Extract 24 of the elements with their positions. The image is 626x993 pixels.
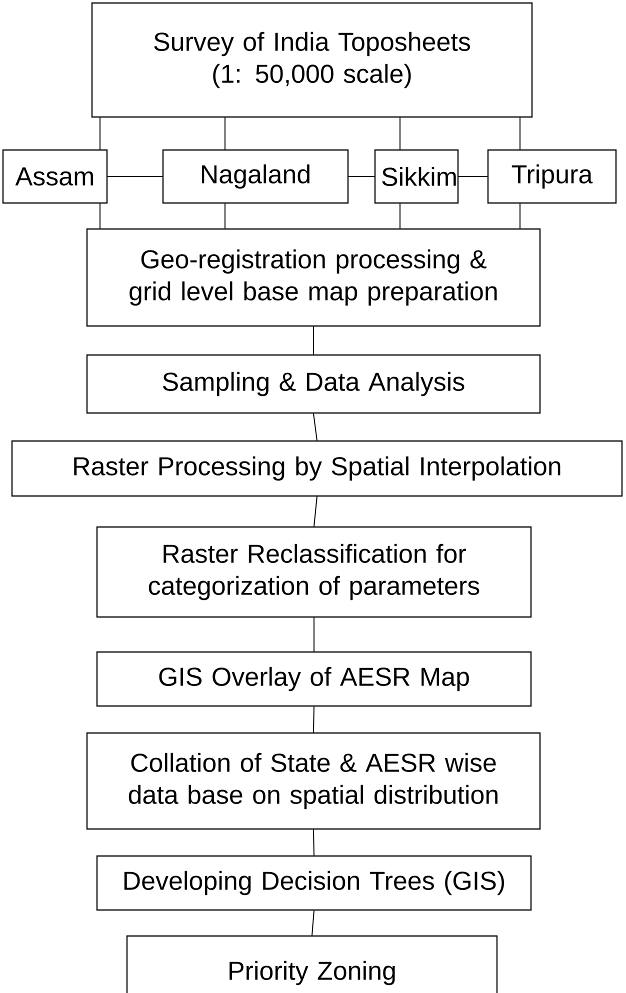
process-box: Raster Reclassification for categorization of parameters <box>96 526 532 618</box>
process-box: Geo-registration processing & grid level base map preparation <box>86 228 541 327</box>
connector-line <box>313 829 314 856</box>
connector-line <box>224 203 226 229</box>
process-box: GIS Overlay of AESR Map <box>96 651 532 707</box>
process-box: Raster Processing by Spatial Interpolation <box>11 440 623 497</box>
process-box: Assam <box>2 149 108 204</box>
connector-line <box>224 117 226 150</box>
connector-line <box>312 910 314 936</box>
process-box: Survey of India Toposheets (1: 50,000 scale) <box>91 2 533 118</box>
process-box: Sampling & Data Analysis <box>86 354 541 414</box>
process-box: Sikkim <box>374 149 459 204</box>
connector-line <box>313 413 318 441</box>
connector-line <box>313 326 314 355</box>
process-box: Priority Zoning <box>126 935 498 993</box>
connector-line <box>313 706 314 733</box>
connector-line <box>314 496 318 527</box>
process-box: Tripura <box>487 149 617 204</box>
connector-line <box>348 176 375 177</box>
process-box: Developing Decision Trees (GIS) <box>96 855 532 911</box>
process-box: Collation of State & AESR wise data base on spatial distribution <box>86 732 541 830</box>
connector-line <box>458 176 488 177</box>
process-box: Nagaland <box>162 149 349 204</box>
connector-line <box>107 176 163 177</box>
